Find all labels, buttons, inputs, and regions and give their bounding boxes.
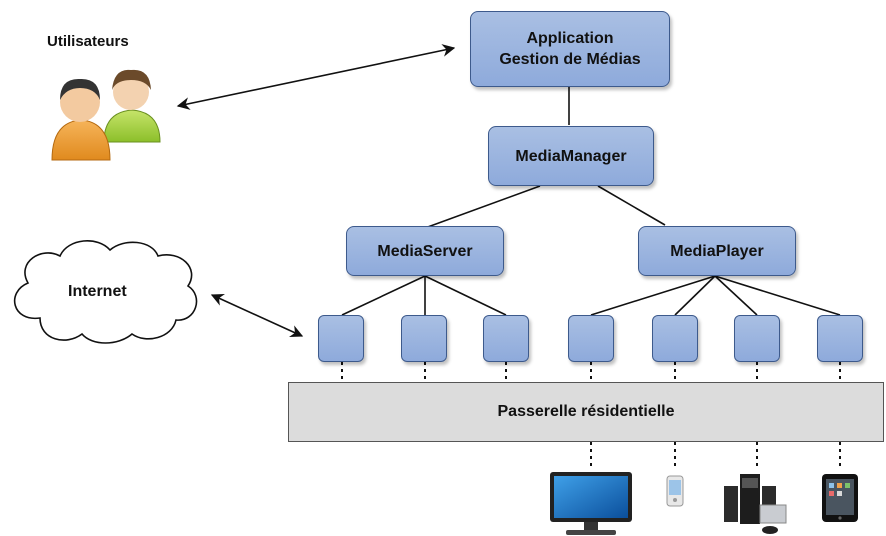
dotted-links bbox=[341, 362, 841, 468]
users-label: Utilisateurs bbox=[47, 33, 129, 50]
media-manager-node[interactable]: MediaManager bbox=[488, 126, 654, 186]
app-node-line1: Application bbox=[526, 30, 614, 47]
users-app-arrow bbox=[176, 44, 456, 110]
internet-label: Internet bbox=[68, 283, 127, 300]
internet-arrow bbox=[210, 293, 304, 338]
phone-icon bbox=[666, 475, 684, 507]
hierarchy-lines bbox=[341, 86, 841, 316]
tablet-icon bbox=[822, 474, 858, 522]
app-node[interactable]: Application Gestion de Médias bbox=[470, 11, 670, 87]
gateway-box[interactable]: Passerelle résidentielle bbox=[288, 382, 884, 442]
player-sub-node-1[interactable] bbox=[568, 315, 614, 362]
server-sub-node-1[interactable] bbox=[318, 315, 364, 362]
users-icon bbox=[51, 69, 161, 161]
server-sub-node-3[interactable] bbox=[483, 315, 529, 362]
player-sub-node-3[interactable] bbox=[734, 315, 780, 362]
media-player-label: MediaPlayer bbox=[670, 242, 764, 260]
monitor-icon bbox=[550, 472, 632, 535]
media-server-label: MediaServer bbox=[377, 242, 473, 260]
player-sub-node-2[interactable] bbox=[652, 315, 698, 362]
media-center-icon bbox=[724, 474, 787, 534]
media-player-node[interactable]: MediaPlayer bbox=[638, 226, 796, 276]
player-sub-node-4[interactable] bbox=[817, 315, 863, 362]
cloud-icon bbox=[13, 240, 198, 344]
app-node-line2: Gestion de Médias bbox=[499, 51, 641, 68]
gateway-label: Passerelle résidentielle bbox=[497, 403, 675, 420]
server-sub-node-2[interactable] bbox=[401, 315, 447, 362]
media-server-node[interactable]: MediaServer bbox=[346, 226, 504, 276]
media-manager-label: MediaManager bbox=[515, 147, 627, 165]
